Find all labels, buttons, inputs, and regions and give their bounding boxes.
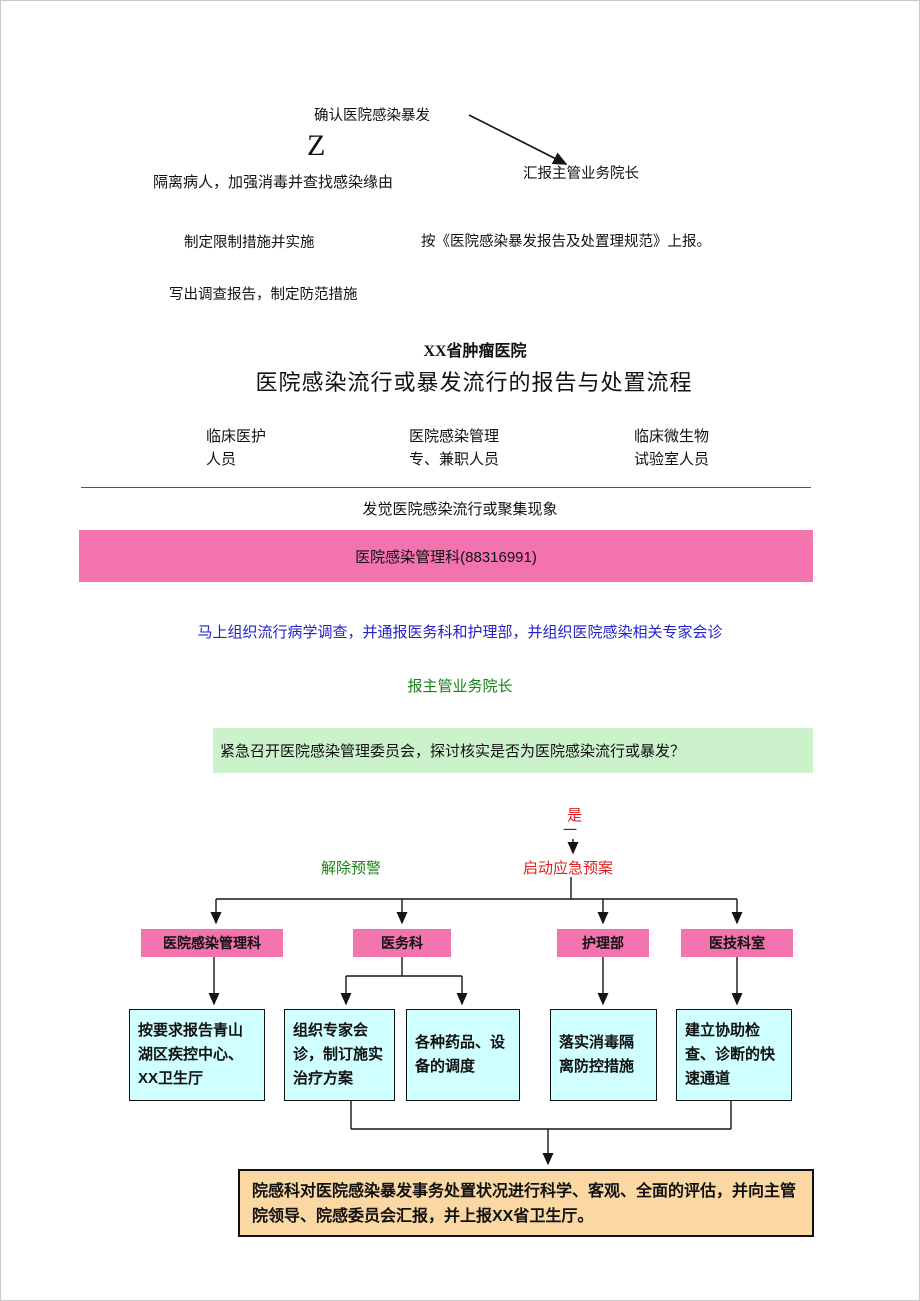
yes-dash-mark: 一 — [563, 822, 577, 838]
role-line: 试验室人员 — [634, 451, 710, 468]
task-box-supplies-dispatch: 各种药品、设备的调度 — [406, 1009, 520, 1101]
role-line: 人员 — [206, 451, 237, 468]
task-box-report-cdc: 按要求报告青山湖区疾控中心、XX卫生厅 — [129, 1009, 265, 1101]
write-report-text: 写出调查报告，制定防范措施 — [169, 287, 358, 303]
role-clinical-staff: 临床医护 人员 — [206, 425, 266, 471]
role-microbiology-lab: 临床微生物 试验室人员 — [634, 425, 709, 471]
dept-box-infection-management: 医院感染管理科 — [141, 929, 283, 957]
committee-box: 紧急召开医院感染管理委员会，探讨核实是否为医院感染流行或暴发？ — [213, 728, 813, 773]
dept-box-nursing: 护理部 — [557, 929, 649, 957]
hospital-name: XX省肿瘤医院 — [423, 343, 527, 360]
committee-box-label: 紧急召开医院感染管理委员会，探讨核实是否为医院感染流行或暴发？ — [220, 743, 686, 760]
role-line: 专、兼职人员 — [409, 451, 500, 468]
dept-box-medical-affairs: 医务科 — [353, 929, 451, 957]
role-line: 医院感染管理 — [409, 428, 500, 445]
infection-dept-banner: 医院感染管理科(88316991) — [79, 530, 813, 582]
z-mark-glyph: Z — [307, 129, 326, 162]
confirm-outbreak-text: 确认医院感染暴发 — [314, 108, 430, 124]
release-warning-label: 解除预警 — [321, 860, 382, 877]
restrict-measures-text: 制定限制措施并实施 — [184, 235, 315, 251]
page-title: 医院感染流行或暴发流行的报告与处置流程 — [255, 370, 693, 395]
final-evaluation-box: 院感科对医院感染暴发事务处置状况进行科学、客观、全面的评估，并向主管院领导、院感… — [238, 1169, 814, 1237]
organize-investigation-text: 马上组织流行病学调查，并通报医务科和护理部，并组织医院感染相关专家会诊 — [197, 624, 723, 641]
yes-label: 是 — [567, 807, 583, 824]
dept-box-medical-technology: 医技科室 — [681, 929, 793, 957]
role-line: 临床微生物 — [634, 428, 710, 445]
role-infection-management: 医院感染管理 专、兼职人员 — [409, 425, 499, 471]
infection-dept-banner-label: 医院感染管理科(88316991) — [355, 548, 537, 566]
activate-plan-label: 启动应急预案 — [523, 860, 614, 877]
horizontal-divider — [81, 487, 811, 488]
task-box-fast-track: 建立协助检查、诊断的快速通道 — [676, 1009, 792, 1101]
report-leader-text: 报主管业务院长 — [407, 678, 513, 695]
discover-phenomenon-text: 发觉医院感染流行或聚集现象 — [362, 501, 558, 518]
report-by-rule-text: 按《医院感染暴发报告及处置理规范》上报。 — [421, 234, 711, 250]
role-line: 临床医护 — [206, 428, 267, 445]
report-director-text: 汇报主管业务院长 — [523, 166, 639, 182]
task-box-disinfection-isolation: 落实消毒隔离防控措施 — [550, 1009, 657, 1101]
isolate-patients-text: 隔离病人，加强消毒并查找感染缘由 — [153, 175, 394, 191]
task-box-expert-consultation: 组织专家会诊，制订施实治疗方案 — [284, 1009, 395, 1101]
connector-confirm-to-report — [468, 114, 568, 165]
